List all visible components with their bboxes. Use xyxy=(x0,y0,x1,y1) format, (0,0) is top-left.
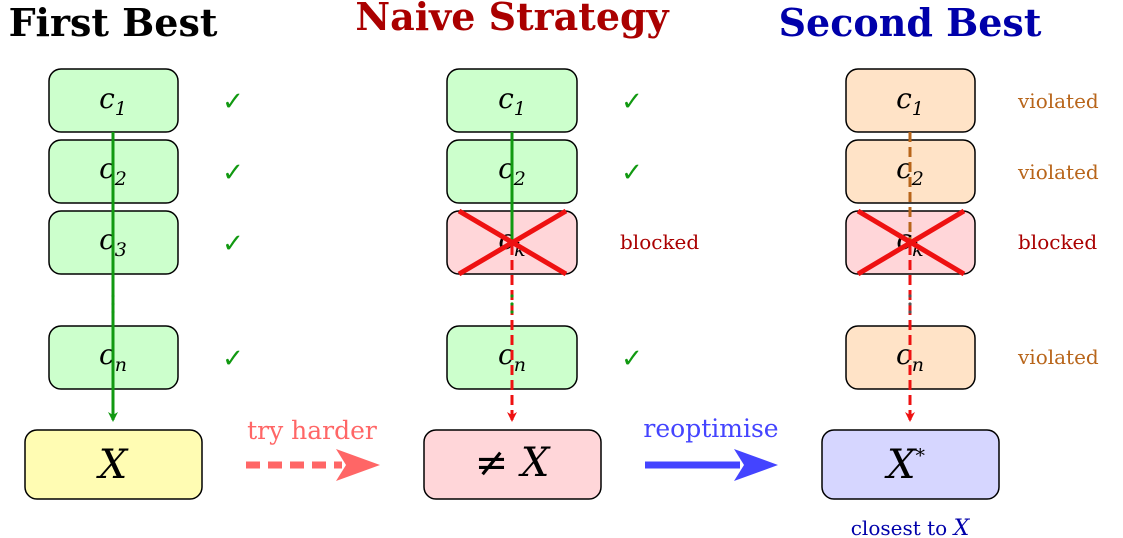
ellipsis-dot xyxy=(510,294,514,298)
violated-status: violated xyxy=(1017,160,1099,184)
violated-status: violated xyxy=(1017,345,1099,369)
check-icon: ✓ xyxy=(621,344,643,374)
naive-strategy-title: Naive Strategy xyxy=(355,0,669,39)
check-icon: ✓ xyxy=(621,87,643,117)
constraint-label: c2 xyxy=(896,152,924,190)
ellipsis-dot xyxy=(111,294,115,298)
check-icon: ✓ xyxy=(621,158,643,188)
ellipsis-dot xyxy=(908,302,912,306)
check-icon: ✓ xyxy=(222,158,244,188)
constraint-label: cn xyxy=(896,338,924,376)
outcome-box-not-x xyxy=(423,429,602,500)
reoptimise-label: reoptimise xyxy=(643,414,778,443)
constraint-label: c1 xyxy=(498,82,526,120)
reoptimise-arrow: reoptimise xyxy=(643,414,779,481)
constraint-label: cn xyxy=(498,338,526,376)
blocked-status: blocked xyxy=(620,230,699,254)
ellipsis-dot xyxy=(111,302,115,306)
check-icon: ✓ xyxy=(222,229,244,259)
outcome-label: X xyxy=(96,442,129,488)
first-best-title: First Best xyxy=(9,0,218,45)
outcome-box-x xyxy=(24,429,203,500)
constraint-label: c1 xyxy=(896,82,924,120)
constraint-label: c3 xyxy=(99,223,127,261)
blocked-cross-icon xyxy=(457,208,568,277)
blocked-status: blocked xyxy=(1018,230,1097,254)
try-harder-arrow: try harder xyxy=(246,416,380,481)
outcome-label: X* xyxy=(884,442,925,488)
constraint-label: cn xyxy=(99,338,127,376)
check-icon: ✓ xyxy=(222,344,244,374)
constraint-label: c1 xyxy=(99,82,127,120)
outcome-box-x-star xyxy=(821,429,1000,500)
ellipsis-dot xyxy=(510,302,514,306)
try-harder-label: try harder xyxy=(247,416,377,445)
second-best-column: c1 c2 ck cn violated violated blocked vi… xyxy=(821,68,1099,538)
arrow-head xyxy=(336,449,380,481)
arrow-head xyxy=(734,449,778,481)
first-best-column: c1 c2 c3 cn ✓ ✓ ✓ ✓ X xyxy=(24,68,244,500)
ellipsis-dot xyxy=(908,294,912,298)
violated-status: violated xyxy=(1017,89,1099,113)
outcome-label: ≠ X xyxy=(475,440,551,486)
naive-strategy-column: c1 c2 ck cn ✓ ✓ blocked ✓ ≠ X xyxy=(423,68,699,500)
ellipsis-dot xyxy=(111,310,115,314)
constraint-label: c2 xyxy=(498,152,526,190)
constraint-label: c2 xyxy=(99,152,127,190)
blocked-cross-icon xyxy=(856,208,966,277)
ellipsis-dot xyxy=(510,310,514,314)
ellipsis-dot xyxy=(908,310,912,314)
check-icon: ✓ xyxy=(222,87,244,117)
second-best-title: Second Best xyxy=(779,0,1042,45)
closest-note: closest to X xyxy=(851,516,971,538)
